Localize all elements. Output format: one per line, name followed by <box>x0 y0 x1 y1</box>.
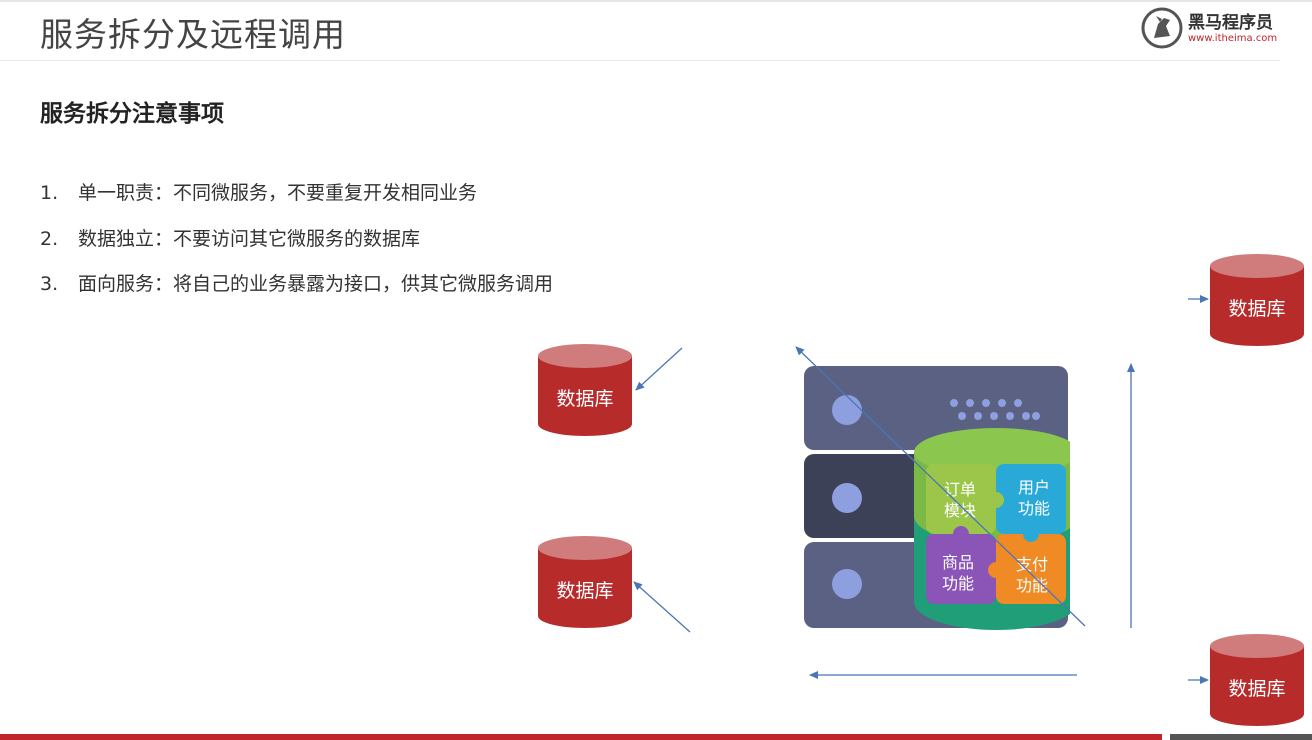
arrow-line <box>634 582 690 632</box>
arrow-line <box>636 348 682 390</box>
arrow-line <box>796 347 1085 626</box>
footer-bar <box>0 734 1162 740</box>
footer-bar-accent <box>1170 734 1312 740</box>
